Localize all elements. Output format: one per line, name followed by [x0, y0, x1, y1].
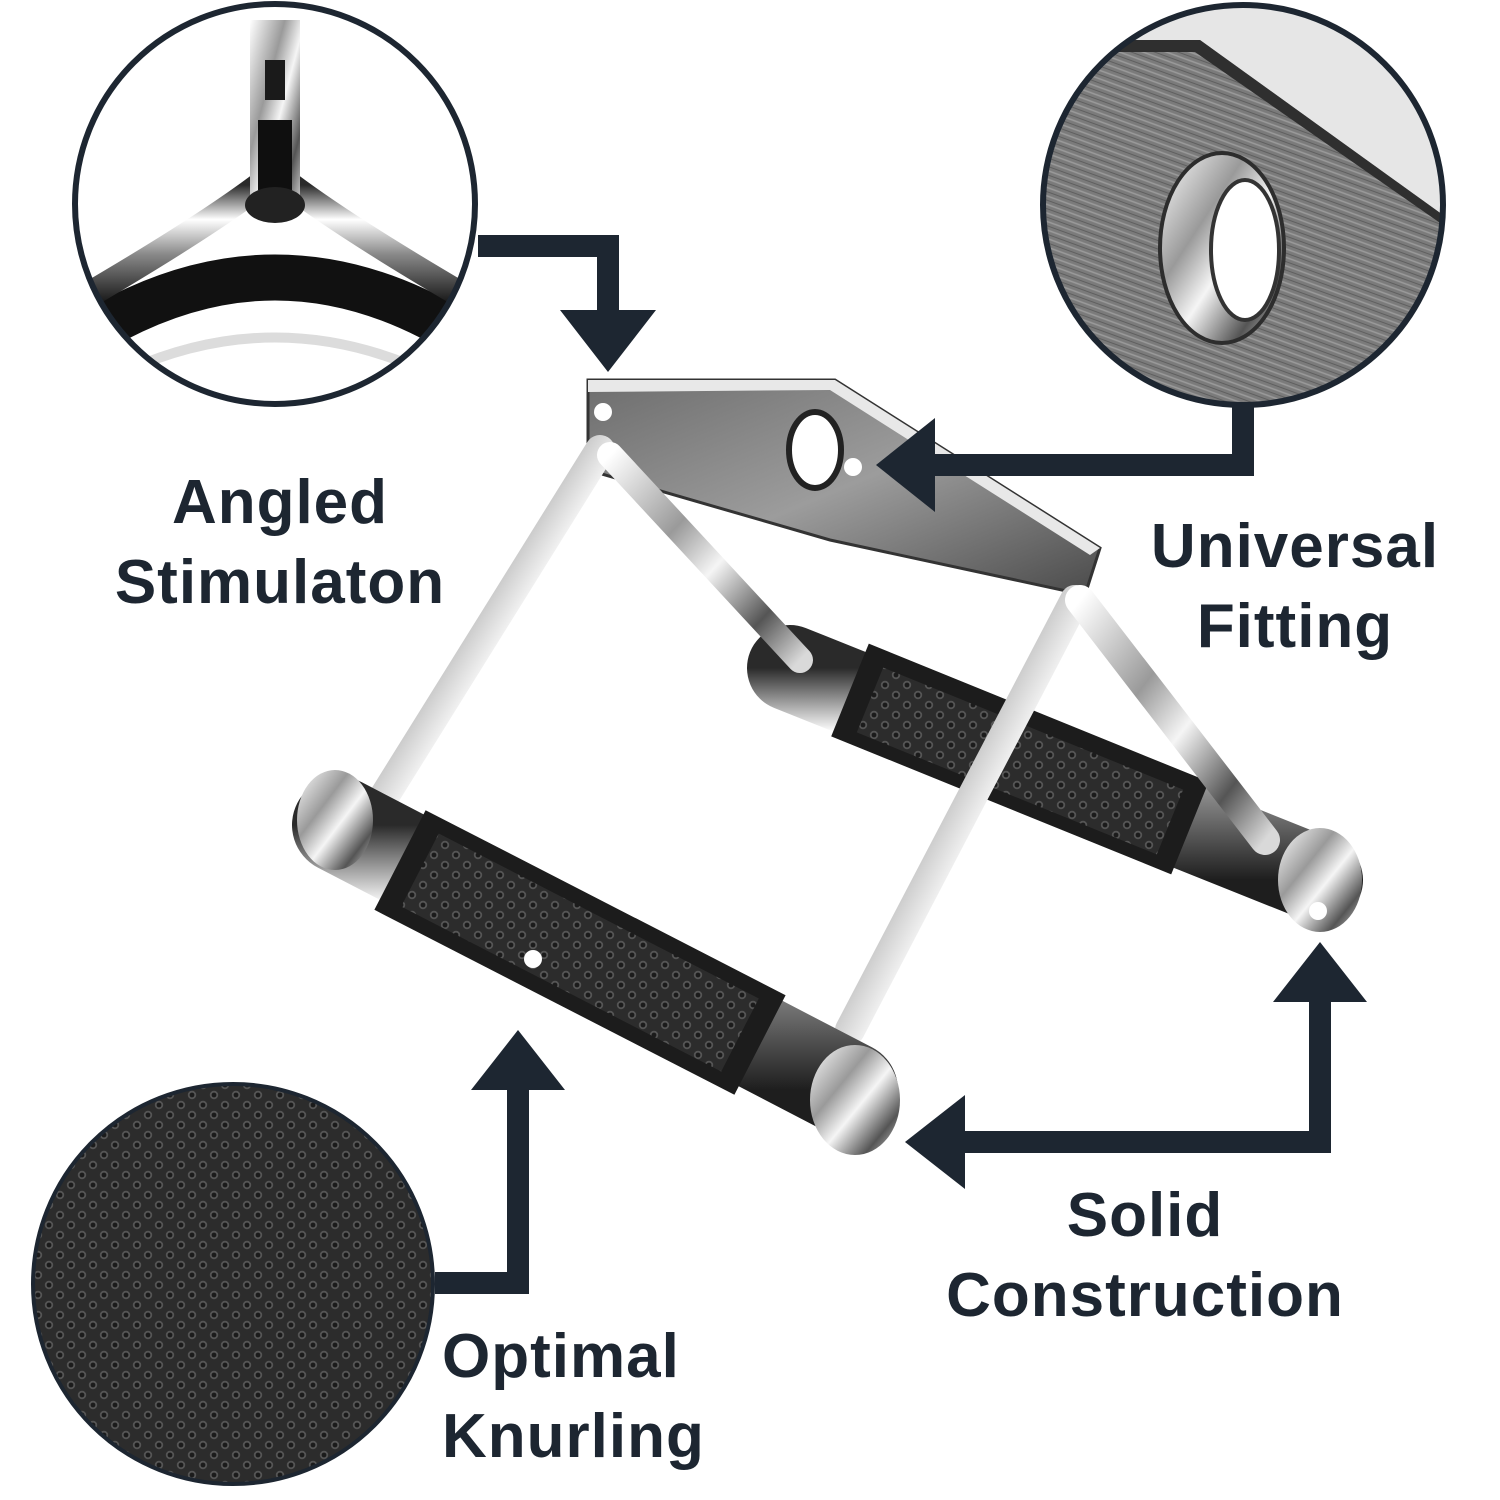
knurling-arrow-icon	[435, 1030, 565, 1294]
construction-label-line1: Solid	[1066, 1181, 1224, 1250]
angled-label-line1: Angled	[171, 468, 389, 537]
construction-arrow-icon	[905, 942, 1367, 1189]
knurling-label-line2: Knurling	[442, 1402, 705, 1471]
front-grip	[292, 770, 900, 1155]
fitting-label: Universal Fitting	[1100, 507, 1490, 667]
back-grip	[747, 625, 1363, 932]
construction-label: Solid Construction	[905, 1176, 1385, 1336]
fitting-closeup-icon	[1040, 2, 1446, 408]
knurling-label: Optimal Knurling	[442, 1317, 752, 1477]
knurling-label-line1: Optimal	[442, 1322, 680, 1391]
fitting-label-line2: Fitting	[1196, 592, 1394, 661]
top-plate	[586, 378, 1102, 597]
knurling-closeup-icon	[31, 1082, 435, 1486]
construction-label-line2: Construction	[946, 1261, 1344, 1330]
angled-label: Angled Stimulaton	[60, 463, 500, 623]
angled-label-line2: Stimulaton	[114, 548, 446, 617]
cable-attachment-handle-image	[292, 378, 1363, 1155]
fitting-label-line1: Universal	[1150, 512, 1440, 581]
angled-arrow-icon	[478, 235, 656, 372]
angled-closeup-icon	[72, 1, 478, 407]
fitting-arrow-icon	[876, 406, 1254, 512]
